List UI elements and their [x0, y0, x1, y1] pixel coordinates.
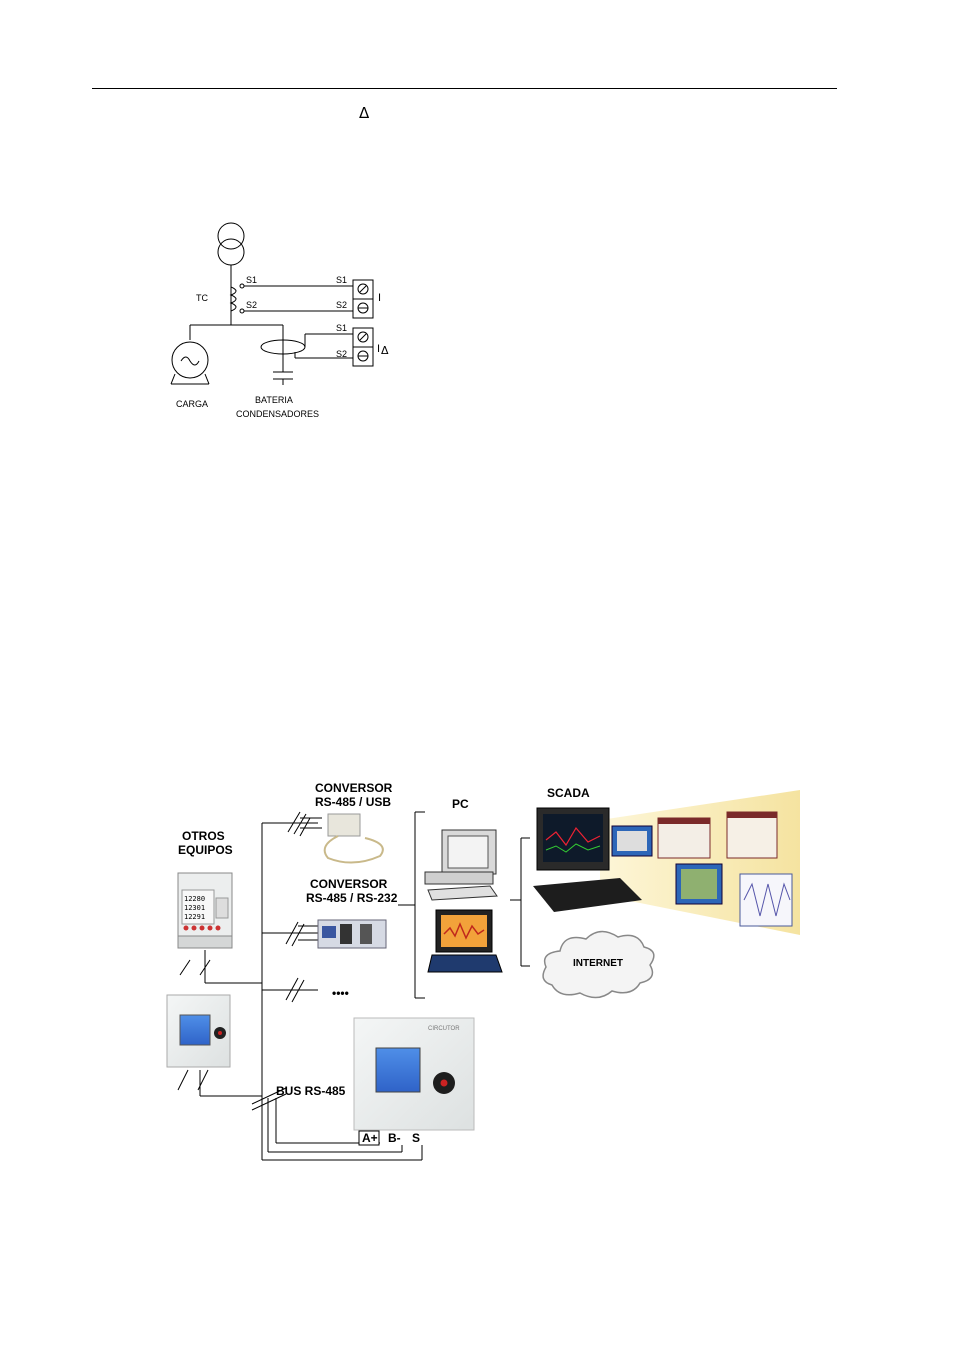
b-minus-label: B- — [388, 1131, 401, 1145]
bus-label: BUS RS-485 — [276, 1084, 346, 1098]
header-rule — [92, 88, 837, 89]
meter-line-1: 12280 — [184, 895, 205, 903]
desktop-pc — [424, 829, 498, 901]
delta-symbol: Δ — [359, 104, 370, 122]
large-power-regulator — [353, 1017, 475, 1131]
capacitor-label-2: CONDENSADORES — [236, 409, 319, 419]
s2-right-top-label: S2 — [336, 300, 347, 310]
laptop — [427, 909, 503, 973]
small-power-regulator — [166, 994, 231, 1068]
s-label: S — [412, 1131, 420, 1145]
terminal-i-label: I — [378, 292, 381, 304]
terminal-idelta-i: I — [377, 343, 380, 355]
transformer-label: TC — [196, 293, 208, 303]
load-label: CARGA — [176, 399, 208, 409]
usb-converter — [323, 813, 384, 864]
usb-converter-label-1: CONVERSOR — [315, 781, 393, 795]
s1-right-bottom-label: S1 — [336, 323, 347, 333]
more-devices-ellipsis: •••• — [332, 986, 349, 1000]
ct-winding — [229, 286, 237, 312]
load-symbol — [171, 341, 209, 379]
scada-monitor — [533, 807, 642, 912]
capacitor-label-1: BATERIA — [255, 395, 293, 405]
large-regulator-brand: CIRCUTOR — [428, 1026, 460, 1032]
s1-left-label: S1 — [246, 275, 257, 285]
internet-label: INTERNET — [573, 958, 623, 969]
terminal-idelta-delta: Δ — [381, 344, 389, 357]
pc-label: PC — [452, 797, 469, 811]
s2-left-label: S2 — [246, 300, 257, 310]
s2-right-bottom-label: S2 — [336, 349, 347, 359]
din-rail-meter — [177, 872, 233, 949]
a-plus-label: A+ — [362, 1131, 378, 1145]
rs232-converter-label-2: RS-485 / RS-232 — [306, 891, 398, 905]
rs232-converter-label-1: CONVERSOR — [310, 877, 388, 891]
meter-line-2: 12301 — [184, 904, 205, 912]
s1-right-top-label: S1 — [336, 275, 347, 285]
otros-label-1: OTROS — [182, 829, 225, 843]
scada-windows — [611, 811, 793, 927]
otros-label-2: EQUIPOS — [178, 843, 233, 857]
rs232-converter — [317, 919, 387, 949]
meter-line-3: 12291 — [184, 913, 205, 921]
scada-label: SCADA — [547, 786, 590, 800]
transformer-upper-coil — [217, 222, 245, 250]
usb-converter-label-2: RS-485 / USB — [315, 795, 391, 809]
internet-cloud — [542, 930, 655, 999]
